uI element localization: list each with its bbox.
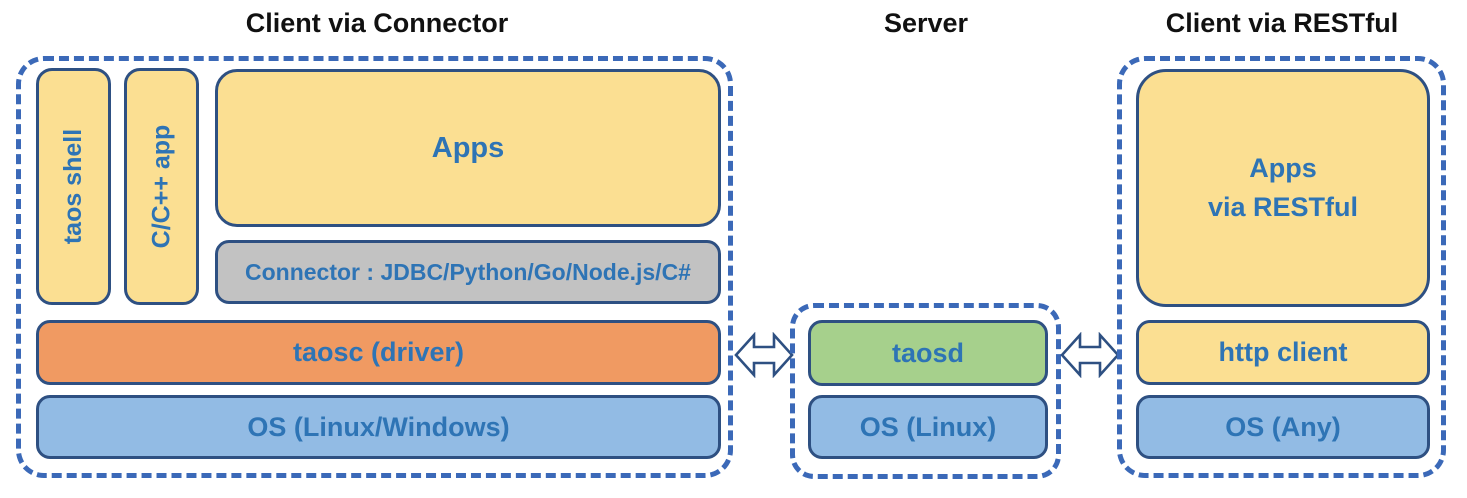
taosd-label: taosd: [891, 337, 964, 368]
client-connector-title: Client via Connector: [245, 8, 509, 38]
taosc-driver-box: taosc (driver): [36, 320, 721, 385]
client-restful-group: [1117, 56, 1446, 478]
taosd-box: taosd: [808, 320, 1048, 386]
os-linux-box: OS (Linux): [808, 395, 1048, 459]
client-server-arrow-icon: [734, 332, 794, 378]
os-linux-windows-label: OS (Linux/Windows): [247, 411, 510, 442]
taos-shell-label: taos shell: [59, 128, 88, 245]
apps-box: Apps: [215, 69, 721, 227]
cpp-app-box: C/C++ app: [124, 68, 199, 305]
os-any-label: OS (Any): [1225, 411, 1341, 442]
apps-via-restful-label: Apps via RESTful: [1207, 152, 1359, 222]
http-client-label: http client: [1218, 337, 1348, 367]
server-restful-arrow-icon: [1060, 332, 1120, 378]
os-linux-windows-box: OS (Linux/Windows): [36, 395, 721, 459]
connector-box: Connector : JDBC/Python/Go/Node.js/C#: [215, 240, 721, 304]
apps-via-restful-box: Apps via RESTful: [1136, 69, 1430, 307]
cpp-app-label: C/C++ app: [147, 124, 175, 249]
taos-shell-box: taos shell: [36, 68, 111, 305]
client-connector-group: [16, 56, 733, 478]
os-linux-label: OS (Linux): [859, 411, 997, 442]
http-client-box: http client: [1136, 320, 1430, 385]
server-title: Server: [883, 8, 969, 38]
client-restful-title: Client via RESTful: [1165, 8, 1399, 38]
server-group: [790, 303, 1061, 479]
os-any-box: OS (Any): [1136, 395, 1430, 459]
apps-label: Apps: [431, 131, 505, 164]
connector-label: Connector : JDBC/Python/Go/Node.js/C#: [245, 258, 691, 285]
taosc-driver-label: taosc (driver): [292, 337, 465, 367]
